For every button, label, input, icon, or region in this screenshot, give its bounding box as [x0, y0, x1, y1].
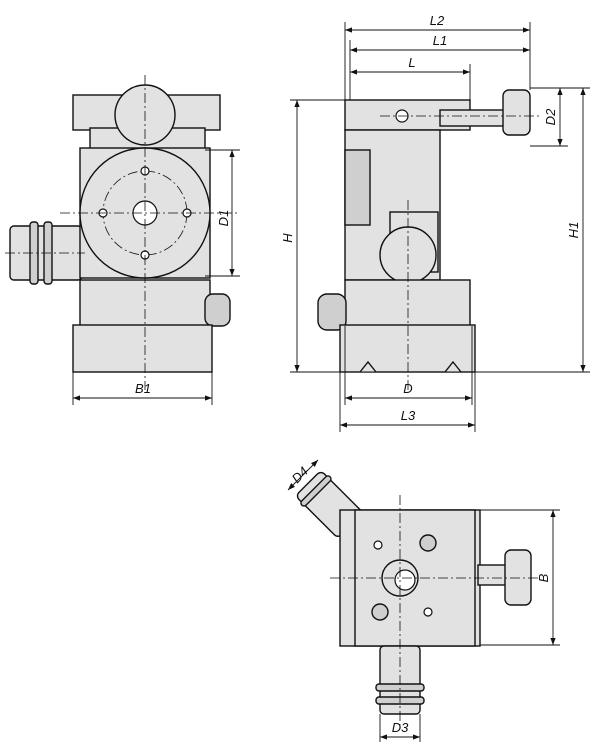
dim-L1: L1: [433, 33, 447, 48]
dim-H: H: [280, 233, 295, 243]
dim-D1: D1: [216, 210, 231, 227]
dim-L3: L3: [401, 408, 416, 423]
dim-L: L: [408, 55, 415, 70]
dim-B1: B1: [135, 381, 151, 396]
side-view: L2 L1 L H D2 H1 D L3: [280, 13, 590, 432]
dim-B: B: [536, 573, 551, 582]
front-view: D1 B1: [5, 75, 240, 405]
dim-D: D: [403, 381, 412, 396]
dim-L2: L2: [430, 13, 445, 28]
dim-D3: D3: [392, 720, 409, 735]
dim-D2: D2: [543, 108, 558, 125]
dim-D4: D4: [289, 464, 311, 486]
top-view: B D3 D4: [287, 459, 560, 742]
dim-H1: H1: [566, 222, 581, 239]
